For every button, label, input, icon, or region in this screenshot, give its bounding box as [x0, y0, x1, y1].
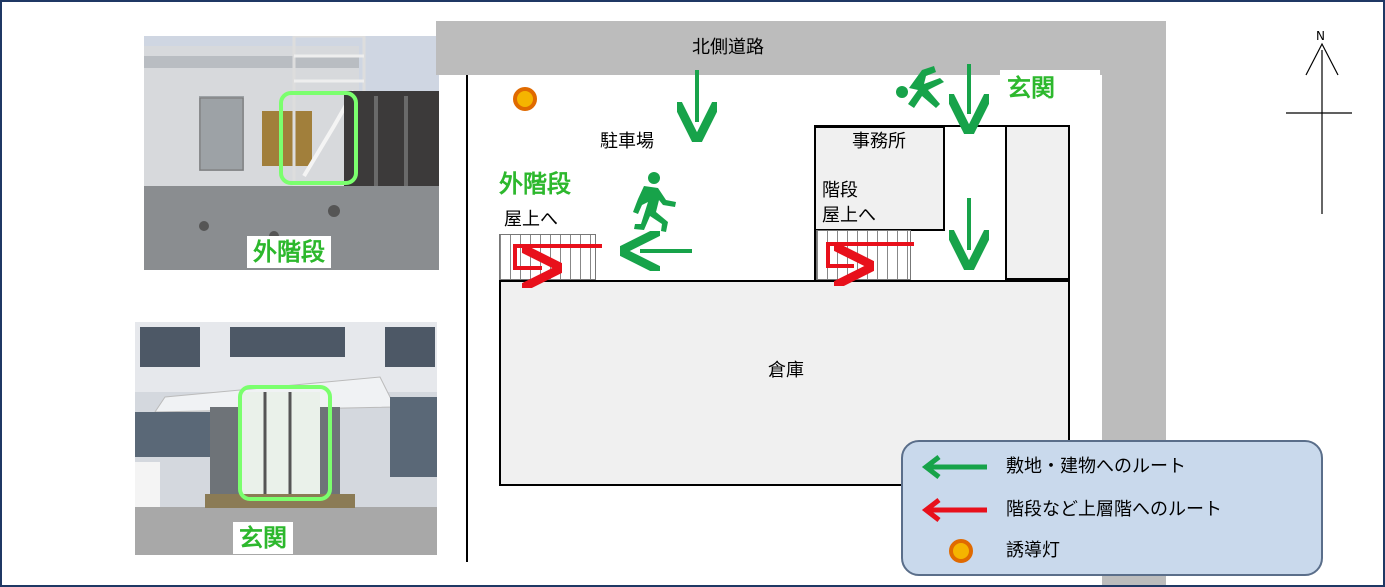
green-route-arrows — [640, 64, 969, 251]
building-top-wall — [814, 125, 1070, 127]
legend-item-guide-light: 誘導灯 — [1006, 540, 1060, 561]
divider-line — [466, 52, 468, 562]
north-road-label: 北側道路 — [692, 37, 764, 58]
legend-symbols — [921, 455, 987, 563]
office-room — [814, 126, 945, 231]
office-label: 事務所 — [852, 131, 906, 152]
building-left-wall — [814, 227, 816, 280]
stairs-inner-roof-label: 屋上へ — [822, 205, 876, 226]
compass-icon — [1286, 42, 1352, 214]
running-exit-icon — [633, 172, 676, 232]
photo-outer-stairs: 外階段 — [144, 36, 439, 270]
guide-light-icon — [513, 87, 537, 111]
outer-stairs-roof-label: 屋上へ — [504, 209, 558, 230]
entrance-label: 玄関 — [1007, 74, 1055, 102]
road-corner-site — [472, 75, 1102, 81]
running-exit-icon-entrance — [896, 66, 944, 108]
warehouse-label: 倉庫 — [768, 360, 804, 381]
outer-stairs-label: 外階段 — [499, 170, 571, 198]
legend-item-green-route: 敷地・建物へのルート — [1006, 456, 1186, 477]
legend-guide-light-icon — [949, 539, 973, 563]
parking-label: 駐車場 — [600, 131, 654, 152]
outer-stairs-photo-illustration — [144, 36, 439, 270]
outer-stairs-caption: 外階段 — [247, 236, 331, 268]
north-road — [436, 21, 1166, 75]
legend-item-red-route: 階段など上層階へのルート — [1006, 499, 1222, 520]
legend-red-arrow-icon — [921, 498, 987, 522]
legend-green-arrow-icon — [921, 455, 987, 479]
entrance-caption: 玄関 — [233, 522, 293, 554]
compass-n-label: N — [1316, 29, 1325, 43]
corridor-wall — [1005, 125, 1070, 280]
photo-entrance: 玄関 — [135, 322, 437, 555]
stairs-inner-label: 階段 — [822, 180, 858, 201]
entrance-label-bg — [1000, 70, 1100, 106]
red-route-arrows — [513, 242, 914, 268]
